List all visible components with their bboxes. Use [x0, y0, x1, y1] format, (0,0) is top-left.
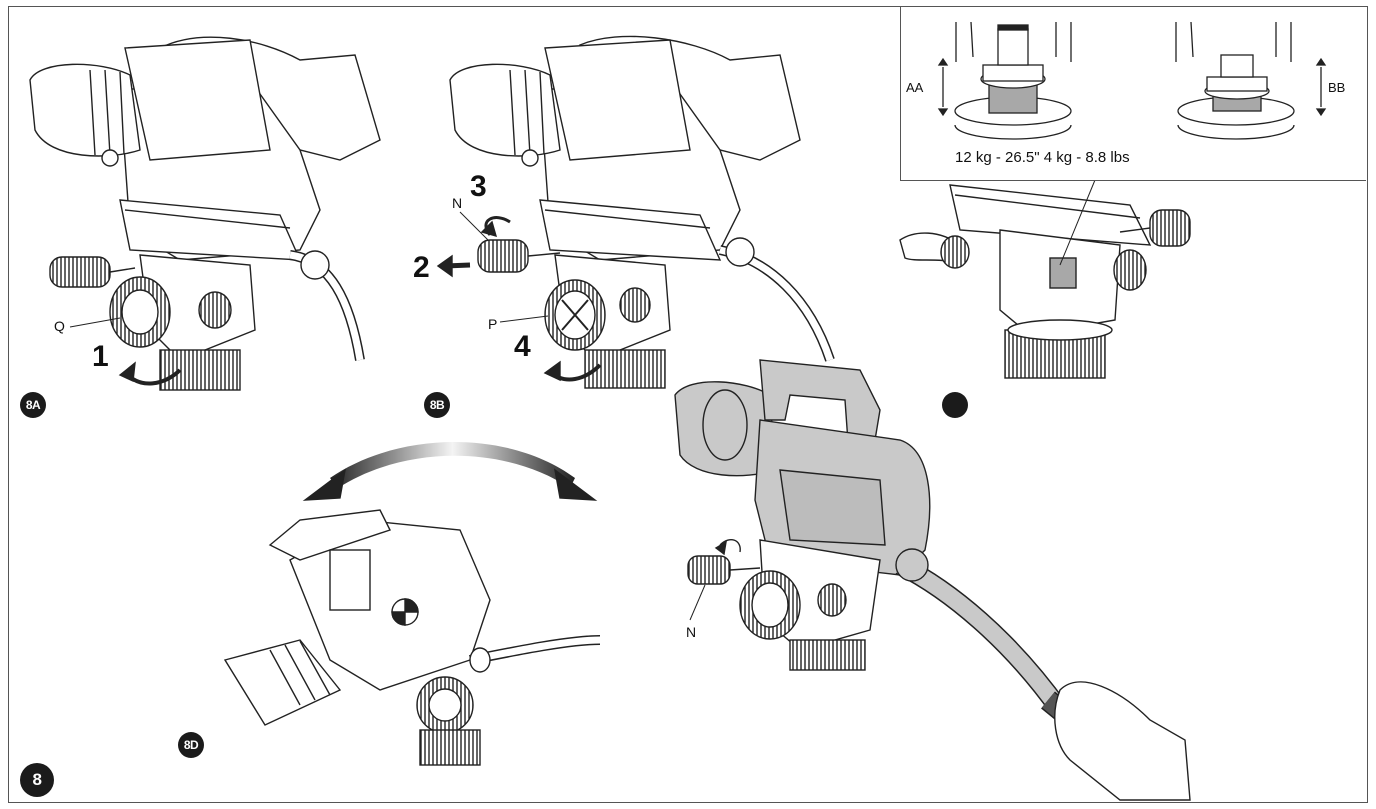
knurled-base-8a	[159, 349, 241, 391]
panel-badge-8d: 8D	[178, 732, 204, 758]
panel-8c-illustration	[899, 179, 1191, 379]
tilt-swing-arrow	[330, 442, 575, 488]
knurled-base-8e	[789, 639, 866, 671]
panel-badge-8a: 8A	[20, 392, 46, 418]
camera-handle-8d	[268, 509, 391, 561]
panel-8d-illustration	[223, 442, 601, 766]
dimension-aa-label: AA	[906, 80, 924, 95]
callout-p: P	[488, 316, 498, 332]
camera-handle-8a	[124, 39, 271, 161]
weight-range-caption: 12 kg - 26.5" 4 kg - 8.8 lbs	[955, 149, 1130, 166]
panel-badge-8c	[942, 392, 968, 418]
lock-knob-n-8b	[477, 239, 529, 273]
step-number-3: 3	[470, 170, 487, 203]
step-number-4: 4	[514, 330, 531, 363]
camera-lens-8b	[449, 63, 561, 157]
callout-n-8b: N	[452, 195, 463, 211]
inset-drawing	[937, 21, 1327, 140]
callout-n-8e: N	[686, 624, 697, 640]
lock-knob-n-8e	[687, 555, 731, 585]
panel-8e-illustration	[674, 359, 1191, 801]
hand-8e	[1054, 681, 1191, 801]
panel-badge-8b: 8B	[424, 392, 450, 418]
panel-8b-illustration	[436, 35, 835, 389]
pan-bar-8b	[718, 245, 835, 362]
spring-preload-inset	[900, 7, 1366, 181]
camera-lens-8a	[29, 63, 141, 157]
figure-number-badge: 8	[20, 763, 54, 797]
step-number-2: 2	[413, 251, 430, 284]
callout-q: Q	[54, 318, 65, 334]
panel-8a-illustration	[29, 36, 381, 391]
step-number-1: 1	[92, 340, 109, 373]
dimension-bb-label: BB	[1328, 80, 1346, 95]
camera-handle-8b	[544, 39, 691, 161]
